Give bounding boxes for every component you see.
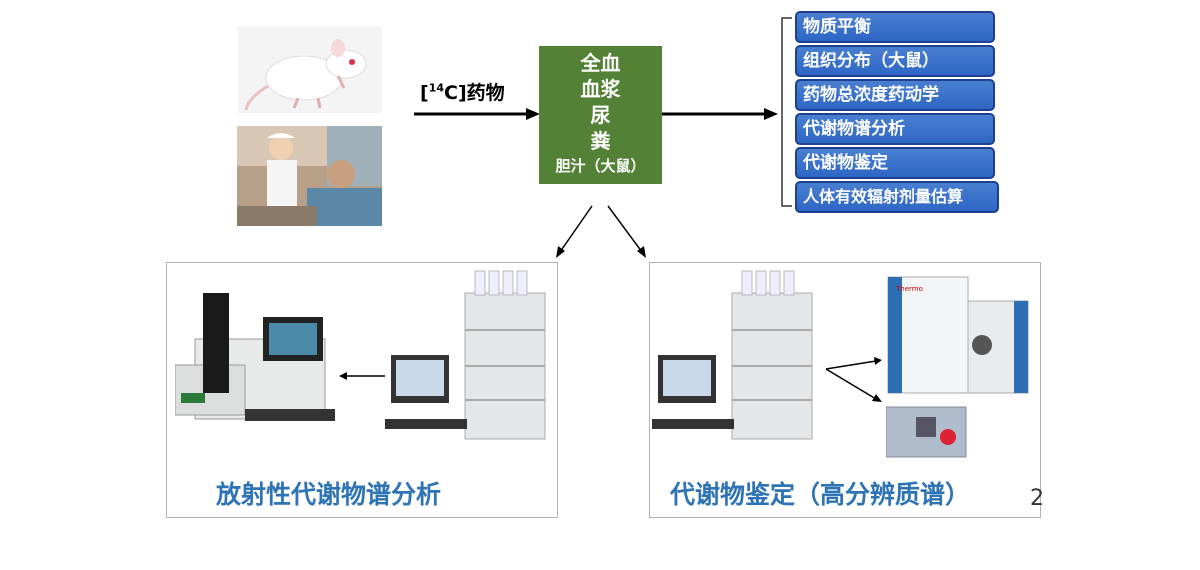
drug-label: [14C]药物: [420, 81, 505, 104]
hplc-system-illustration: [652, 270, 813, 440]
sample-line: 粪: [590, 129, 611, 153]
patient-photo: [237, 126, 382, 226]
sample-line-bile: 胆汁（大鼠）: [555, 157, 646, 175]
sample-line: 全血: [580, 51, 621, 75]
rat-photo: [238, 26, 382, 113]
right-panel-caption: 代谢物鉴定（高分辨质谱）: [670, 480, 971, 509]
mass-spectrometer-illustration: Thermo: [886, 276, 1029, 458]
split-arrows: [556, 205, 646, 258]
output-item: 代谢物谱分析: [795, 113, 995, 145]
radio-detector-illustration: [175, 293, 335, 421]
svg-text:Thermo: Thermo: [895, 285, 923, 293]
output-arrow: [662, 108, 778, 120]
output-item: 代谢物鉴定: [795, 147, 995, 179]
sample-line: 尿: [590, 103, 611, 127]
split-to-ms-arrows: [825, 357, 882, 402]
output-bracket: [781, 17, 792, 207]
output-item: 人体有效辐射剂量估算: [795, 181, 999, 213]
left-panel-caption: 放射性代谢物谱分析: [216, 480, 442, 509]
output-item: 药物总浓度药动学: [795, 79, 995, 111]
output-item: 物质平衡: [795, 11, 995, 43]
sample-line: 血浆: [580, 77, 621, 101]
output-item: 组织分布（大鼠）: [795, 45, 995, 77]
radio-profiling-panel: 放射性代谢物谱分析: [166, 262, 558, 518]
left-flow-arrow: [339, 372, 385, 380]
sample-box: 全血 血浆 尿 粪 胆汁（大鼠）: [539, 46, 662, 184]
metabolite-id-panel: Thermo 代谢物鉴定（高分辨质谱）: [649, 262, 1041, 518]
page-number: 2: [1030, 486, 1044, 511]
hplc-system-illustration: [385, 270, 546, 440]
drug-arrow: [414, 108, 540, 120]
